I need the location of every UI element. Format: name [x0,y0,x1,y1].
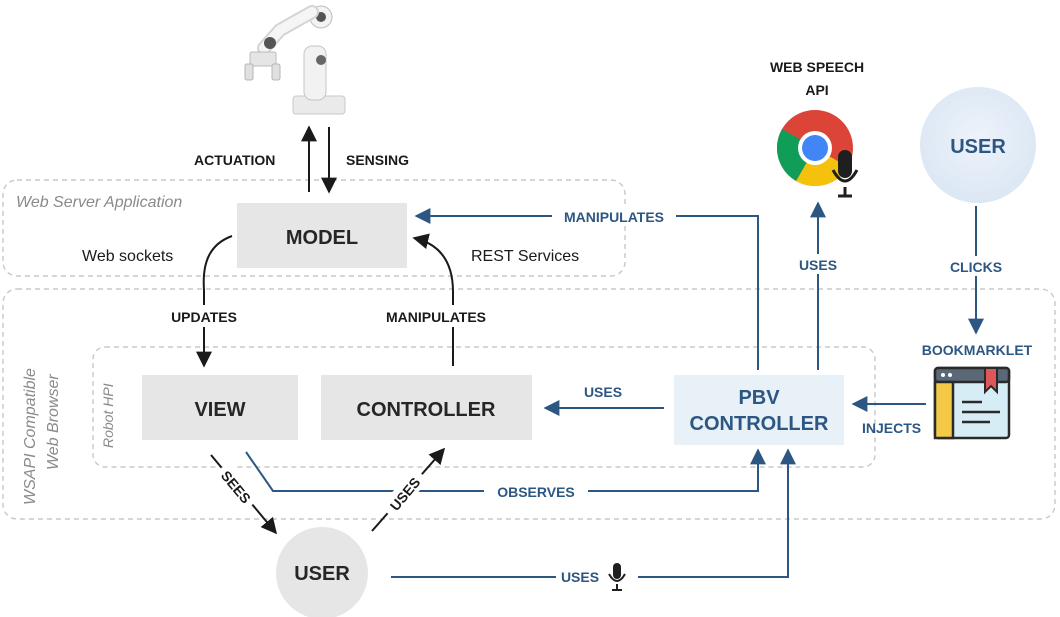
robot-hpi-region [92,346,876,468]
uses-pbv-controller-label: USES [584,384,622,400]
user-uses-voice-arrow [391,448,796,578]
controller-box [321,375,532,440]
updates-label: UPDATES [171,309,237,325]
web-server-region [2,179,626,277]
robot-hpi-label: Robot HPI [100,383,116,448]
speech-api-label-1: WEB SPEECH [770,59,864,75]
user-bottom-label: USER [294,563,350,585]
voice-microphone-icon [608,563,626,591]
user-right-label: USER [950,136,1006,158]
manipulates-label-top: MANIPULATES [564,209,664,225]
injects-label: INJECTS [862,420,921,436]
manipulates-arrow [412,233,454,366]
model-label: MODEL [286,227,358,249]
rest-services-label: REST Services [471,248,579,265]
actuation-label: ACTUATION [194,152,275,168]
chrome-browser-icon [776,110,853,187]
model-box [237,203,407,268]
view-label: VIEW [194,399,245,421]
user-bottom-circle [276,527,368,617]
pbv-label-1: PBV [738,387,780,409]
pbv-manipulates-model-arrow [414,208,759,370]
uses-speech-label: USES [799,257,837,273]
sensing-label: SENSING [346,152,409,168]
speech-api-label-2: API [805,82,828,98]
manipulates-label-mid: MANIPULATES [386,309,486,325]
user-right-circle [920,87,1036,203]
web-sockets-label: Web sockets [82,248,173,265]
uses-voice-label: USES [561,569,599,585]
web-browser-region [2,288,1056,520]
updates-arrow [196,235,233,368]
bookmarklet-label: BOOKMARKLET [922,342,1033,358]
observes-label: OBSERVES [497,484,575,500]
pbv-label-2: CONTROLLER [690,413,829,435]
web-browser-label-2: Web Browser [45,374,62,470]
web-server-label: Web Server Application [16,194,182,211]
view-box [142,375,298,440]
clicks-label: CLICKS [950,259,1002,275]
robot-arm-icon [244,5,346,115]
bookmarklet-icon [933,366,1011,440]
microphone-icon [831,150,859,198]
web-browser-label-1: WSAPI Compatible [22,368,39,505]
pbv-controller-box [674,375,844,445]
controller-label: CONTROLLER [357,399,496,421]
